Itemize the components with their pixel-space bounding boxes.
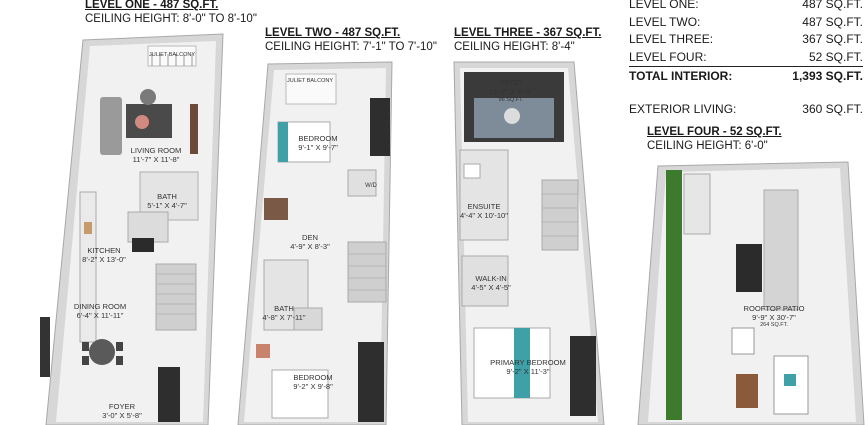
stairs-level-one — [155, 263, 197, 331]
level-four-header: LEVEL FOUR - 52 SQ.FT. CEILING HEIGHT: 6… — [647, 125, 782, 153]
level-one-title: LEVEL ONE - 487 SQ.FT. — [85, 0, 219, 11]
stair-enclosure — [683, 173, 711, 235]
desk — [264, 198, 288, 220]
shower — [293, 307, 323, 331]
level-three-ceiling: CEILING HEIGHT: 8'-4" — [454, 41, 575, 53]
label-den: DEN 4'-9" X 8'-3" — [290, 233, 330, 251]
closet-four — [570, 336, 596, 416]
label-primary-bedroom: PRIMARY BEDROOM 9'-2" X 11'-3" — [490, 358, 566, 376]
outdoor-table — [736, 374, 758, 408]
level-one-plan — [40, 33, 224, 425]
closet — [158, 367, 180, 422]
label-patio: PATIO 11'-7" X 8'-8" — [489, 78, 533, 96]
level-two-title: LEVEL TWO - 487 SQ.FT. — [265, 27, 401, 39]
label-kitchen: KITCHEN 8'-2" X 13'-0" — [82, 246, 126, 264]
label-dining-room: DINING ROOM 6'-4" X 11'-11" — [73, 302, 127, 320]
level-three-header: LEVEL THREE - 367 SQ.FT. CEILING HEIGHT:… — [454, 26, 601, 54]
label-juliet-balcony: JULIET BALCONY — [148, 52, 196, 58]
level-three-plan — [453, 61, 605, 425]
level-one-ceiling: CEILING HEIGHT: 8'-0" TO 8'-10" — [85, 13, 257, 25]
juliet-balcony-two — [285, 73, 337, 105]
label-rooftop-area: 264 SQ.FT. — [760, 322, 788, 328]
nightstand — [256, 344, 270, 358]
dining-table — [89, 339, 115, 365]
sofa — [100, 97, 122, 155]
level-four-ceiling: CEILING HEIGHT: 6'-0" — [647, 140, 768, 152]
level-two-plan — [237, 61, 393, 425]
tv-console — [190, 104, 198, 154]
island-appliance — [132, 238, 154, 252]
label-living-room: LIVING ROOM 11'-7" X 11'-8" — [130, 146, 182, 164]
label-foyer: FOYER 3'-0" X 5'-8" — [102, 402, 142, 420]
summary-row: LEVEL TWO:487 SQ.FT. — [629, 14, 863, 29]
summary-exterior: EXTERIOR LIVING:360 SQ.FT. — [629, 101, 863, 116]
lounge-chair — [731, 327, 755, 355]
level-two-header: LEVEL TWO - 487 SQ.FT. CEILING HEIGHT: 7… — [265, 26, 437, 54]
planter-greenery — [666, 170, 682, 420]
label-bedroom-one: BEDROOM 9'-1" X 9'-7" — [298, 134, 338, 152]
summary-row: LEVEL THREE:367 SQ.FT. — [629, 32, 863, 46]
closet-three — [358, 342, 384, 422]
label-bath-two: BATH 4'-8" X 7'-11" — [262, 304, 306, 322]
label-patio-area: 96 SQ.FT. — [498, 97, 524, 103]
primary-bed-throw — [514, 328, 530, 398]
bed-two — [271, 369, 329, 419]
bed-one-pillow — [278, 122, 288, 162]
patio-table — [504, 108, 520, 124]
roof-access-stairs — [763, 189, 799, 311]
label-juliet-balcony-two: JULIET BALCONY — [286, 78, 334, 84]
area-summary: LEVEL ONE:487 SQ.FT. LEVEL TWO:487 SQ.FT… — [629, 0, 863, 118]
stairs-level-two — [347, 241, 387, 303]
label-rooftop-patio: ROOFTOP PATIO 9'-9" X 30'-7" — [743, 304, 805, 322]
cooktop — [84, 222, 92, 234]
sofa-cushion — [784, 374, 796, 386]
label-wd: W/D — [365, 183, 377, 189]
label-walk-in: WALK-IN 4'-5" X 4'-5" — [471, 274, 511, 292]
coffee-table — [135, 115, 149, 129]
artwork — [40, 317, 50, 377]
bathtub — [127, 211, 169, 243]
bbq-grill — [736, 244, 762, 292]
level-three-title: LEVEL THREE - 367 SQ.FT. — [454, 27, 602, 39]
washer-dryer — [347, 169, 377, 197]
label-bath-one: BATH 5'-1" X 4'-7" — [147, 192, 187, 210]
level-four-plan — [637, 161, 865, 425]
area-rug — [126, 104, 172, 138]
stairs-level-three — [541, 179, 579, 251]
label-bedroom-two: BEDROOM 9'-2" X 9'-8" — [293, 373, 333, 391]
summary-row: LEVEL ONE:487 SQ.FT. — [629, 0, 863, 11]
closet-two — [370, 98, 390, 156]
toilet — [463, 163, 481, 179]
label-ensuite: ENSUITE 4'-4" X 10'-10" — [460, 202, 508, 220]
level-four-title: LEVEL FOUR - 52 SQ.FT. — [647, 126, 782, 138]
level-one-header: LEVEL ONE - 487 SQ.FT. CEILING HEIGHT: 8… — [85, 0, 257, 26]
primary-bed — [473, 327, 551, 399]
walk-in-closet — [461, 255, 509, 307]
level-two-ceiling: CEILING HEIGHT: 7'-1" TO 7'-10" — [265, 41, 437, 53]
summary-total: TOTAL INTERIOR:1,393 SQ.FT. — [629, 66, 863, 86]
armchair — [140, 89, 156, 105]
summary-row: LEVEL FOUR:52 SQ.FT. — [629, 49, 863, 64]
